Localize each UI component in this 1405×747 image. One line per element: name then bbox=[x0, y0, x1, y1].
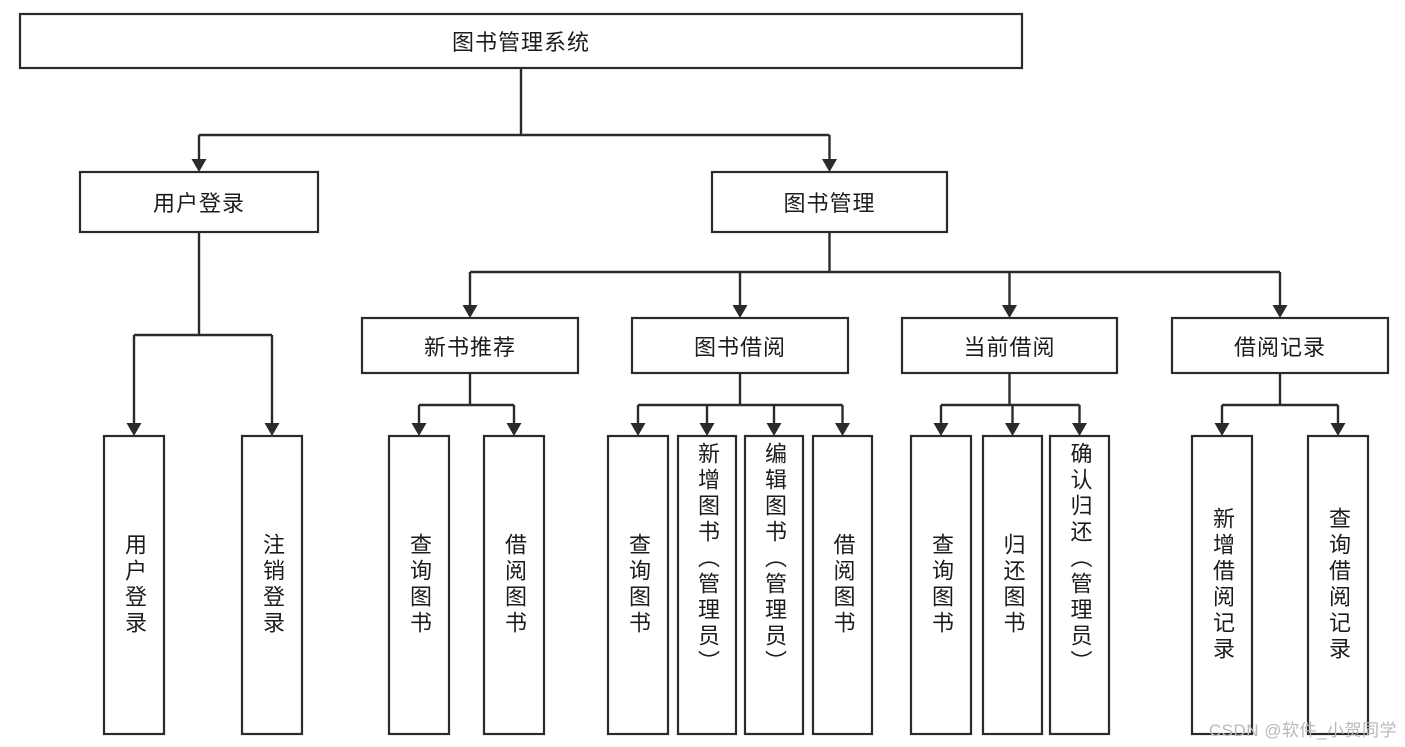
connector-图书借阅-to-查询图书-head bbox=[630, 423, 646, 436]
node-leaf-归还图书[interactable] bbox=[981, 434, 1044, 736]
connector-mgmt-to-新书推荐-head bbox=[462, 305, 478, 318]
node-leaf-借阅图书[interactable] bbox=[811, 434, 874, 736]
node-图书管理[interactable] bbox=[710, 170, 949, 234]
node-leaf-查询图书[interactable] bbox=[606, 434, 670, 736]
connector-root-to-用户登录-head bbox=[191, 159, 207, 172]
connector-mgmt-to-借阅记录-head bbox=[1272, 305, 1288, 318]
node-图书借阅[interactable] bbox=[630, 316, 850, 375]
connector-借阅记录-to-新增借阅记录-head bbox=[1214, 423, 1230, 436]
node-图书管理系统-root[interactable] bbox=[18, 12, 1024, 70]
connector-新书推荐-to-借阅图书-head bbox=[506, 423, 522, 436]
node-leaf-查询借阅记录[interactable] bbox=[1306, 434, 1370, 736]
connector-新书推荐-to-查询图书-head bbox=[411, 423, 427, 436]
node-leaf-新增图书管理员[interactable] bbox=[676, 434, 738, 736]
connector-user-to-注销登录-head bbox=[264, 423, 280, 436]
connector-mgmt-to-当前借阅-head bbox=[1002, 305, 1017, 318]
node-leaf-用户登录[interactable] bbox=[102, 434, 166, 736]
node-leaf-查询图书[interactable] bbox=[387, 434, 451, 736]
node-用户登录[interactable] bbox=[78, 170, 320, 234]
node-box-layer bbox=[18, 12, 1390, 736]
connector-当前借阅-to-归还图书-head bbox=[1005, 423, 1020, 436]
node-leaf-确认归还管理员[interactable] bbox=[1048, 434, 1111, 736]
connector-当前借阅-to-查询图书-head bbox=[933, 423, 949, 436]
connector-图书借阅-to-编辑图书管理员-head bbox=[766, 423, 782, 436]
connector-当前借阅-to-确认归还管理员-head bbox=[1072, 423, 1087, 436]
connector-图书借阅-to-借阅图书-head bbox=[835, 423, 850, 436]
connector-借阅记录-to-查询借阅记录-head bbox=[1330, 423, 1346, 436]
node-当前借阅[interactable] bbox=[900, 316, 1119, 375]
node-leaf-查询图书[interactable] bbox=[909, 434, 973, 736]
connector-root-to-图书管理-head bbox=[822, 159, 837, 172]
node-leaf-注销登录[interactable] bbox=[240, 434, 304, 736]
node-借阅记录[interactable] bbox=[1170, 316, 1390, 375]
node-新书推荐[interactable] bbox=[360, 316, 580, 375]
node-leaf-新增借阅记录[interactable] bbox=[1190, 434, 1254, 736]
connector-mgmt-to-图书借阅-head bbox=[732, 305, 748, 318]
connector-图书借阅-to-新增图书管理员-head bbox=[699, 423, 715, 436]
node-leaf-编辑图书管理员[interactable] bbox=[743, 434, 805, 736]
node-leaf-借阅图书[interactable] bbox=[482, 434, 546, 736]
connector-user-to-用户登录-head bbox=[126, 423, 142, 436]
connector-layer bbox=[126, 68, 1346, 436]
